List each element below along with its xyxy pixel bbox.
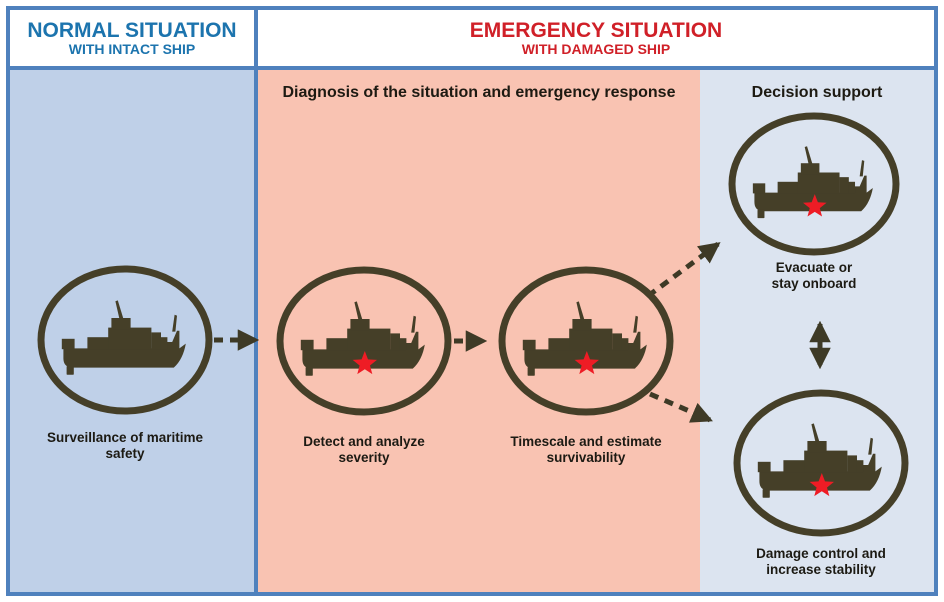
header-normal-situation: NORMAL SITUATION WITH INTACT SHIP [10, 10, 258, 70]
node-timescale-label: Timescale and estimate survivability [510, 434, 662, 465]
node-surveillance [35, 262, 215, 418]
node-detect [274, 263, 454, 419]
decision-section-title: Decision support [751, 84, 883, 101]
node-surveillance-label: Surveillance of maritime safety [46, 430, 204, 461]
intact-ship-ellipse-icon [37, 265, 213, 415]
damaged-ship-ellipse-icon [498, 266, 674, 416]
damaged-ship-ellipse-icon [733, 389, 909, 537]
damaged-ship-ellipse-icon [276, 266, 452, 416]
damaged-ship-ellipse-icon [728, 112, 900, 256]
header-emergency-situation: EMERGENCY SITUATION WITH DAMAGED SHIP [258, 10, 934, 70]
node-damage-control-label: Damage control and increase stability [756, 546, 886, 577]
emergency-situation-subtitle: WITH DAMAGED SHIP [521, 41, 671, 57]
node-evacuate-label: Evacuate or stay onboard [771, 260, 857, 291]
node-timescale [496, 263, 676, 419]
node-evacuate [724, 106, 904, 262]
diagnosis-section-title: Diagnosis of the situation and emergency… [282, 84, 676, 101]
emergency-situation-title: EMERGENCY SITUATION [469, 19, 723, 42]
node-damage-control [731, 385, 911, 541]
node-detect-label: Detect and analyze severity [303, 434, 425, 465]
normal-situation-title: NORMAL SITUATION [27, 19, 237, 42]
diagram-frame: NORMAL SITUATION WITH INTACT SHIP EMERGE… [6, 6, 938, 596]
normal-situation-subtitle: WITH INTACT SHIP [68, 41, 196, 57]
